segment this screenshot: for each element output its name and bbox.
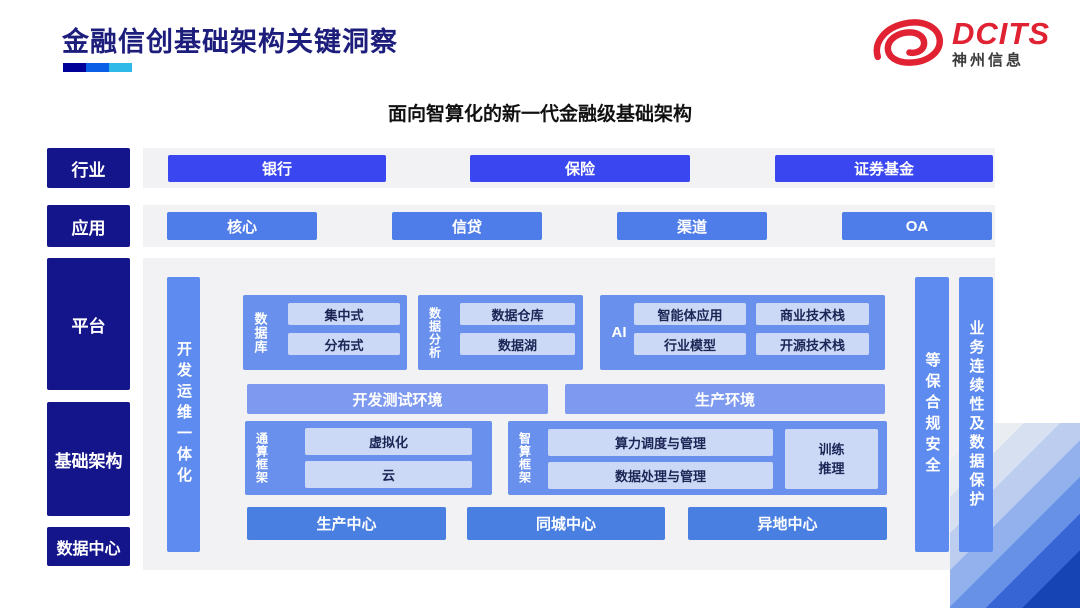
rail-label-industry: 行业 [47,148,130,188]
datacenter-item-remote: 异地中心 [688,507,887,540]
analytics-item-lake: 数据湖 [460,333,575,355]
logo-brand-name: DCITS [952,16,1050,52]
continuity-vertical-bar: 业务连续性及数据保护 [959,277,993,552]
analytics-item-warehouse: 数据仓库 [460,303,575,325]
devops-vertical-bar: 开发运维一体化 [167,277,200,552]
rail-label-application: 应用 [47,205,130,247]
general-compute-item-cloud: 云 [305,461,472,488]
ai-item-commercial-stack: 商业技术栈 [756,303,869,325]
general-compute-label: 通算框架 [254,432,269,484]
rail-label-platform: 平台 [47,258,130,390]
rail-label-infrastructure: 基础架构 [47,402,130,516]
industry-item-insurance: 保险 [470,155,690,182]
continuity-bar-label: 业务连续性及数据保护 [967,319,985,510]
datacenter-item-samecity: 同城中心 [467,507,665,540]
rail-label-datacenter: 数据中心 [47,527,130,566]
ai-item-agent-apps: 智能体应用 [634,303,746,325]
application-item-credit: 信贷 [392,212,542,240]
ai-item-opensource-stack: 开源技术栈 [756,333,869,355]
page-title: 金融信创基础架构关键洞察 [62,27,398,57]
diagram-title: 面向智算化的新一代金融级基础架构 [387,104,692,125]
database-item-distributed: 分布式 [288,333,400,355]
intelligent-compute-label: 智算框架 [517,432,532,484]
ai-group: AI 智能体应用 商业技术栈 行业模型 开源技术栈 [600,295,885,370]
logo-swirl-icon [872,12,944,75]
accent-segment-mid [86,63,109,72]
intelligent-compute-item-dataprocessing: 数据处理与管理 [548,462,773,489]
industry-item-bank: 银行 [168,155,386,182]
security-bar-label: 等保合规安全 [923,351,941,478]
application-item-channel: 渠道 [617,212,767,240]
intelligent-compute-item-training-inference: 训练推理 [785,429,878,489]
title-accent-bar [63,63,132,72]
accent-segment-light [109,63,132,72]
intelligent-compute-group: 智算框架 算力调度与管理 数据处理与管理 训练推理 [508,421,887,495]
application-item-core: 核心 [167,212,317,240]
database-group-label: 数据库 [252,311,268,354]
database-item-centralized: 集中式 [288,303,400,325]
devops-bar-label: 开发运维一体化 [175,341,192,488]
security-vertical-bar: 等保合规安全 [915,277,949,552]
production-environment-bar: 生产环境 [565,384,885,414]
industry-item-securities: 证券基金 [775,155,993,182]
intelligent-compute-item-scheduling: 算力调度与管理 [548,429,773,456]
logo-company-name: 神州信息 [952,51,1025,69]
general-compute-group: 通算框架 虚拟化 云 [245,421,492,495]
analytics-group: 数据分析 数据仓库 数据湖 [418,295,583,370]
logo-text: DCITS 神州信息 [952,18,1050,68]
general-compute-item-virtualization: 虚拟化 [305,428,472,455]
dev-test-environment-bar: 开发测试环境 [247,384,548,414]
ai-group-label: AI [611,324,627,341]
application-item-oa: OA [842,212,992,240]
database-group: 数据库 集中式 分布式 [243,295,407,370]
accent-segment-dark [63,63,86,72]
analytics-group-label: 数据分析 [427,306,442,359]
ai-item-industry-models: 行业模型 [634,333,746,355]
datacenter-item-production: 生产中心 [247,507,446,540]
company-logo: DCITS 神州信息 [872,12,1050,75]
